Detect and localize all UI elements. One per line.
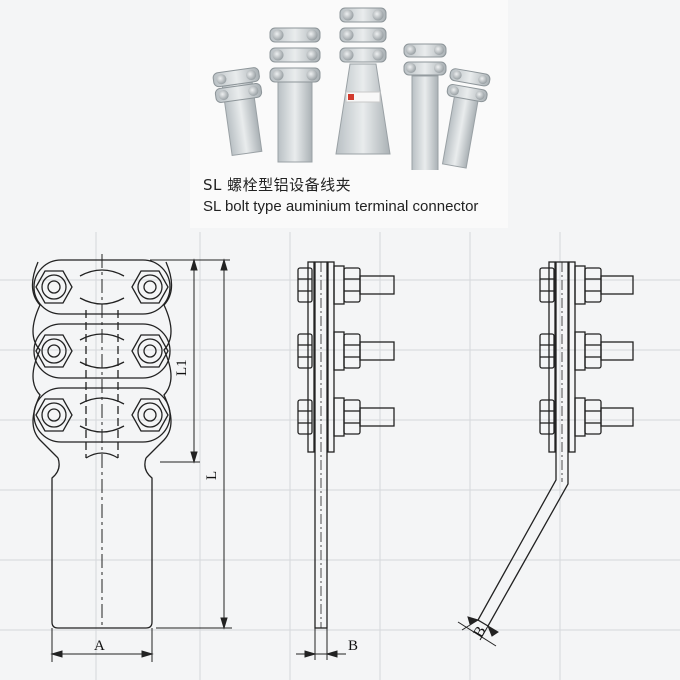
- nut-row-3: [35, 398, 169, 432]
- bolt-bent-2: [539, 331, 634, 371]
- connector-photo-4: [403, 43, 447, 177]
- background-table-ghost: [0, 232, 680, 680]
- label-dim-a: A: [94, 638, 105, 654]
- dimension-a: [50, 628, 154, 662]
- label-dim-b-bent: B: [471, 624, 490, 641]
- brand-badge-icon: [348, 94, 354, 100]
- connector-photo-5: [441, 68, 491, 169]
- brand-label: [345, 91, 381, 103]
- label-dim-l1: L1: [174, 359, 190, 376]
- dimension-l1: [150, 258, 200, 464]
- connector-photo-1: [212, 67, 263, 157]
- bolt-side-2: [297, 331, 395, 371]
- dimension-b-straight: [296, 628, 346, 660]
- bolt-side-3: [297, 397, 395, 437]
- connector-photo-3: [335, 7, 391, 155]
- nut-row-1: [35, 270, 169, 304]
- caption-english: SL bolt type auminium terminal connector: [203, 198, 479, 215]
- nut-row-2: [35, 334, 169, 368]
- bolt-bent-3: [539, 397, 634, 437]
- product-photo: [190, 0, 508, 228]
- side-view-straight: [297, 261, 395, 629]
- label-dim-b-straight: B: [348, 638, 358, 654]
- connector-photo-2: [269, 27, 321, 163]
- label-dim-l: L: [204, 471, 220, 480]
- dimension-l: [156, 258, 232, 630]
- dimension-b-bent: [457, 616, 499, 647]
- connector-photo-group: [212, 7, 491, 177]
- bolt-side-1: [297, 265, 395, 305]
- front-view: [31, 254, 173, 629]
- side-view-bent: [477, 261, 634, 627]
- bolt-bent-1: [539, 265, 634, 305]
- caption-chinese: SL 螺栓型铝设备线夹: [203, 176, 352, 194]
